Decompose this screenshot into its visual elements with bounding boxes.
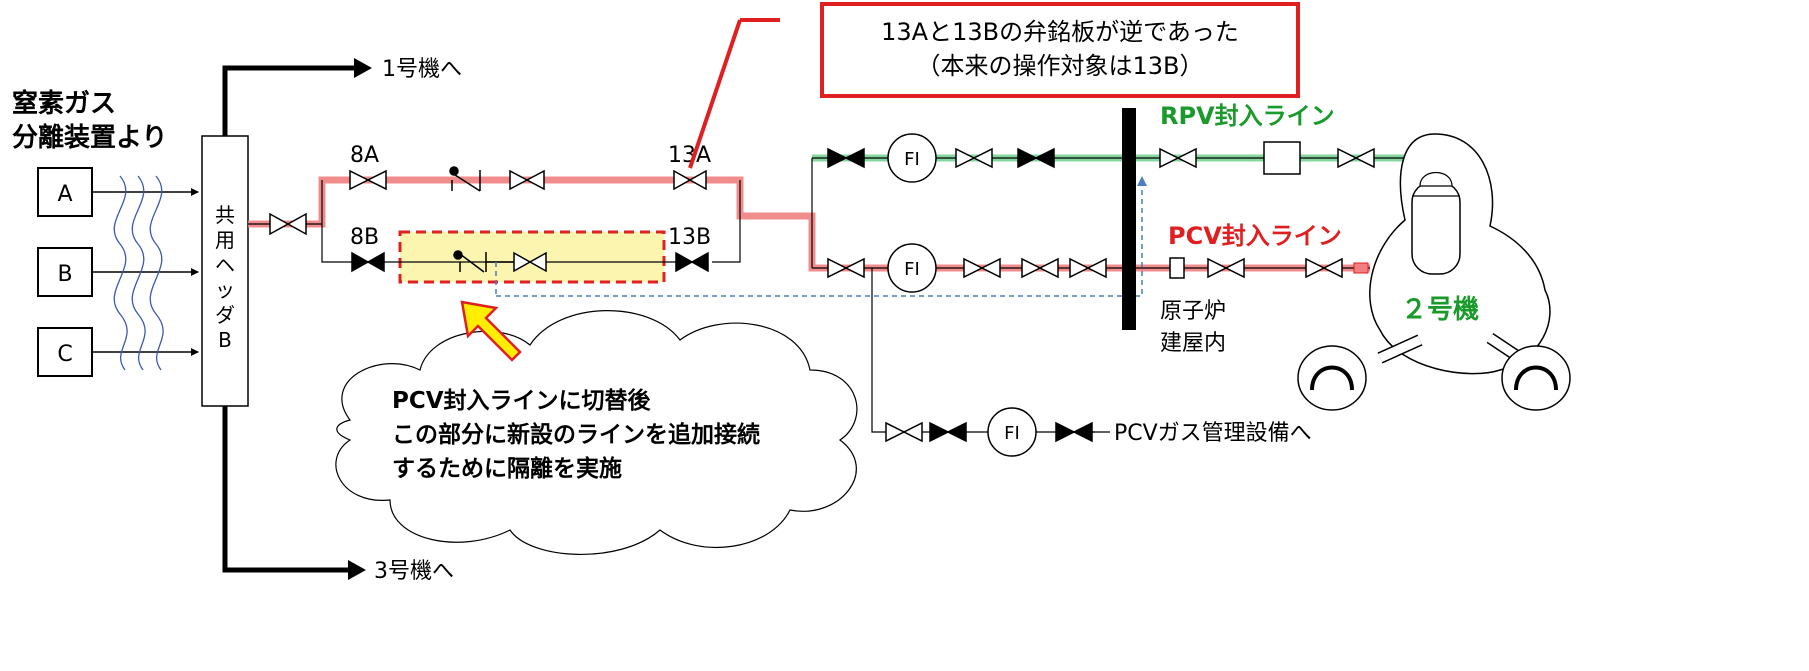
valve-rpv-3 — [1337, 147, 1375, 169]
valve-rpv-2 — [1159, 147, 1197, 169]
cloud-line-3: するために隔離を実施 — [392, 455, 622, 482]
building-wall — [1122, 108, 1136, 330]
pcv-nozzle — [1353, 262, 1369, 274]
valve-pcv-6 — [1305, 257, 1343, 279]
open-valves — [269, 147, 1375, 443]
building-label-2: 建屋内 — [1160, 331, 1226, 356]
valve-gas-closed-2 — [1055, 421, 1093, 443]
dest-unit1: 1号機へ — [382, 57, 462, 82]
route-unit1 — [222, 65, 360, 136]
fi-rpv — [887, 133, 937, 183]
callout-leader — [688, 19, 742, 169]
cloud-line-2: この部分に新設のラインを追加接続 — [392, 421, 760, 448]
label-8b: 8B — [350, 225, 379, 250]
valve-rpv-1 — [955, 147, 993, 169]
label-8a: 8A — [350, 143, 379, 168]
cloud-callout — [335, 310, 858, 555]
rpv-filter-box — [1263, 141, 1301, 175]
header-char-2: 用 — [215, 228, 235, 252]
fi-pcv-label: FI — [904, 259, 920, 280]
closed-valves — [351, 147, 1093, 443]
route-unit3-arrowhead — [348, 560, 366, 580]
pcv-line-label: PCV封入ライン — [1168, 222, 1342, 250]
header-char-4: ッ — [215, 278, 235, 302]
torus-right — [1501, 345, 1571, 411]
valve-pcv-1 — [827, 257, 865, 279]
cloud-line-1: PCV封入ラインに切替後 — [392, 387, 652, 414]
building-label-1: 原子炉 — [1160, 299, 1226, 324]
callout-line-2: （本来の操作対象は13B） — [916, 52, 1203, 80]
valve-pcv-3 — [1021, 257, 1059, 279]
common-header-b: 共 用 ヘ ッ ダ B — [201, 135, 249, 407]
dest-unit3: 3号機へ — [374, 559, 454, 584]
source-title-1: 窒素ガス — [12, 88, 116, 119]
valve-pcv-4 — [1069, 257, 1107, 279]
reactor-unit2: ２号機 — [1297, 133, 1571, 411]
reactor-label: ２号機 — [1401, 295, 1479, 325]
label-13b: 13B — [668, 225, 711, 250]
callout-line-1: 13Aと13Bの弁銘板が逆であった — [881, 18, 1239, 46]
dest-pcv-gas: PCVガス管理設備へ — [1114, 421, 1312, 446]
source-group: 窒素ガス 分離装置より A B C — [12, 88, 199, 377]
valve-header-outlet — [269, 212, 307, 236]
route-unit1-arrowhead — [354, 58, 372, 78]
fi-gas-label: FI — [1004, 423, 1020, 444]
header-char-5: ダ — [215, 303, 235, 327]
source-title-2: 分離装置より — [12, 122, 167, 153]
isolation-area — [398, 230, 666, 284]
pcv-orifice-box — [1169, 257, 1185, 279]
unit-box-c — [37, 327, 93, 377]
valve-8b — [351, 251, 385, 273]
valve-13a — [673, 169, 707, 191]
unit-label-a: A — [57, 182, 72, 207]
header-char-1: 共 — [215, 203, 235, 227]
vent-left-inner — [1378, 335, 1422, 363]
unit-box-a — [37, 167, 93, 217]
callout-box — [820, 2, 1300, 98]
flow-indicators: FI FI FI — [887, 133, 1037, 457]
valve-pcv-5 — [1207, 257, 1245, 279]
header-char-6: B — [218, 328, 232, 352]
valve-pcv-2 — [963, 257, 1001, 279]
torus-left — [1297, 345, 1367, 411]
separation-waves — [113, 175, 164, 371]
unit-label-c: C — [57, 342, 72, 367]
valve-rpv-closed-2 — [1017, 147, 1055, 169]
vessel-head — [1419, 172, 1453, 187]
torus-left-inner — [1310, 365, 1354, 391]
valve-rpv-closed-1 — [827, 147, 865, 169]
valve-between-8a-13a — [509, 169, 545, 191]
fi-rpv-label: FI — [904, 149, 920, 170]
reference-dashed-line — [496, 176, 1147, 297]
highlight-arrow — [460, 300, 522, 362]
header-char-3: ヘ — [215, 253, 235, 277]
valve-8a — [349, 169, 387, 191]
fi-pcv — [887, 243, 937, 293]
valve-gas-closed-1 — [929, 421, 967, 443]
valve-13b — [675, 251, 709, 273]
unit-label-b: B — [57, 262, 72, 287]
valve-gas-1 — [885, 421, 923, 443]
rpv-line-label: RPV封入ライン — [1160, 102, 1335, 130]
check-valves — [449, 166, 514, 273]
route-unit3 — [222, 406, 352, 573]
torus-right-inner — [1514, 365, 1558, 391]
unit-box-b — [37, 247, 93, 297]
fi-gas — [987, 407, 1037, 457]
